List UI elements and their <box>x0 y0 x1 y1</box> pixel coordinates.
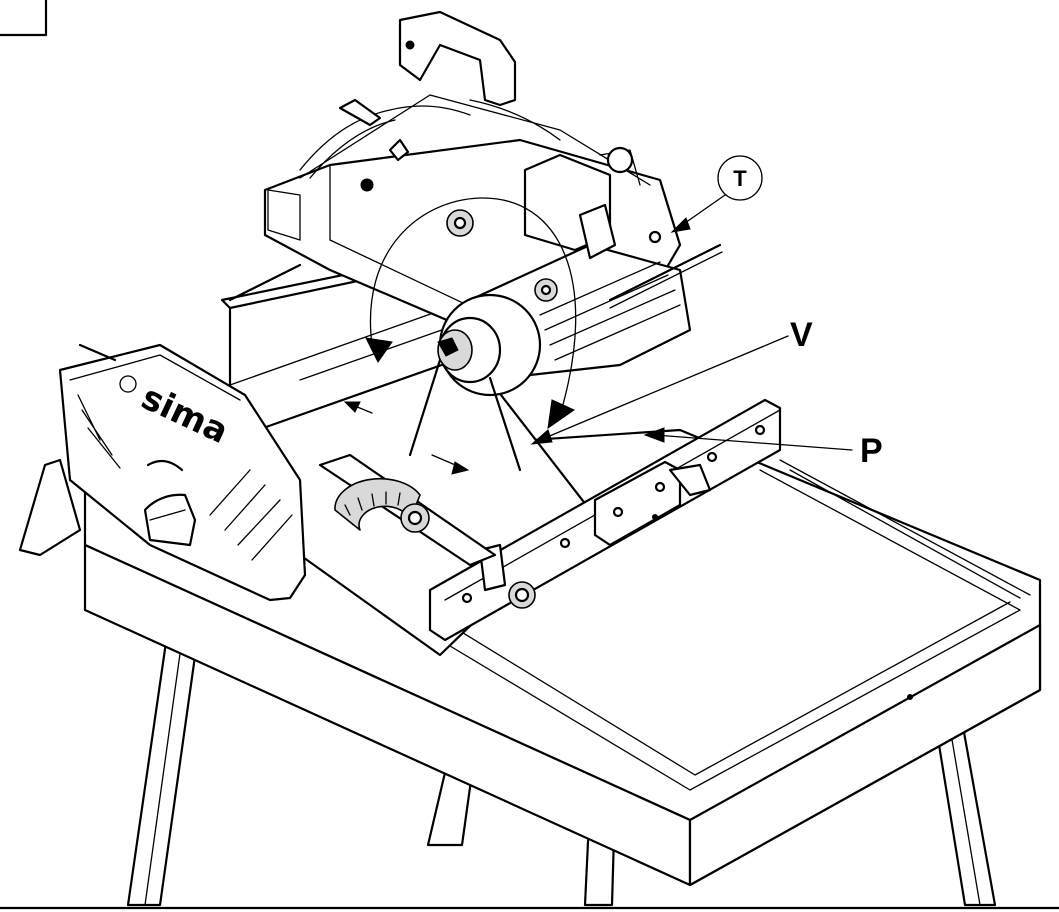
cutting-head <box>228 10 723 472</box>
arc-arrowhead-right <box>547 399 576 430</box>
callout-v: V <box>530 316 813 445</box>
callout-t: T <box>670 155 763 233</box>
label-p: P <box>860 432 883 470</box>
label-t: T <box>733 166 747 191</box>
arc-arrowhead-left <box>365 337 393 363</box>
protractor <box>318 453 497 567</box>
stand-legs <box>126 578 997 907</box>
rotation-arc <box>365 197 577 430</box>
blade-guard-housing: sima <box>18 343 307 602</box>
slide-direction-arrows <box>343 401 470 475</box>
square-fence <box>428 398 782 642</box>
label-v: V <box>790 316 813 354</box>
corner-frame <box>0 0 48 37</box>
label-t-circle <box>717 155 763 201</box>
callout-p: P <box>643 427 883 470</box>
